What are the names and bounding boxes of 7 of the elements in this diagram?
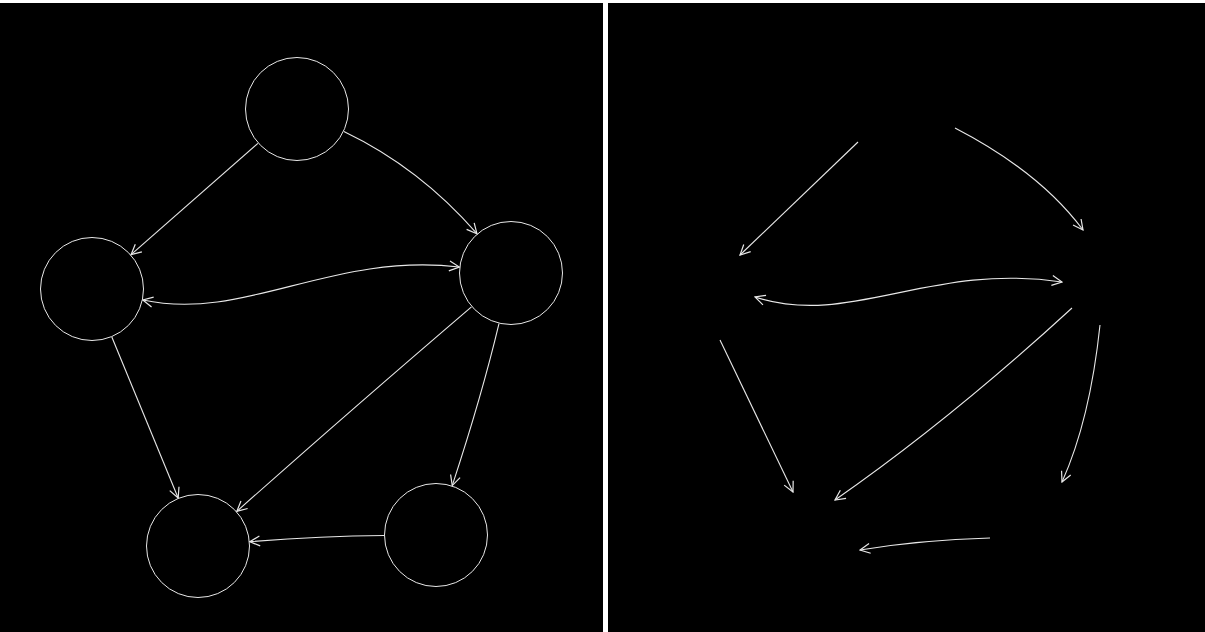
arrow [130, 142, 259, 256]
arrow [142, 260, 460, 307]
arrow [249, 534, 385, 547]
arrow [111, 336, 180, 499]
arrow [449, 323, 500, 487]
arrow [343, 130, 478, 235]
arrow [236, 306, 473, 512]
